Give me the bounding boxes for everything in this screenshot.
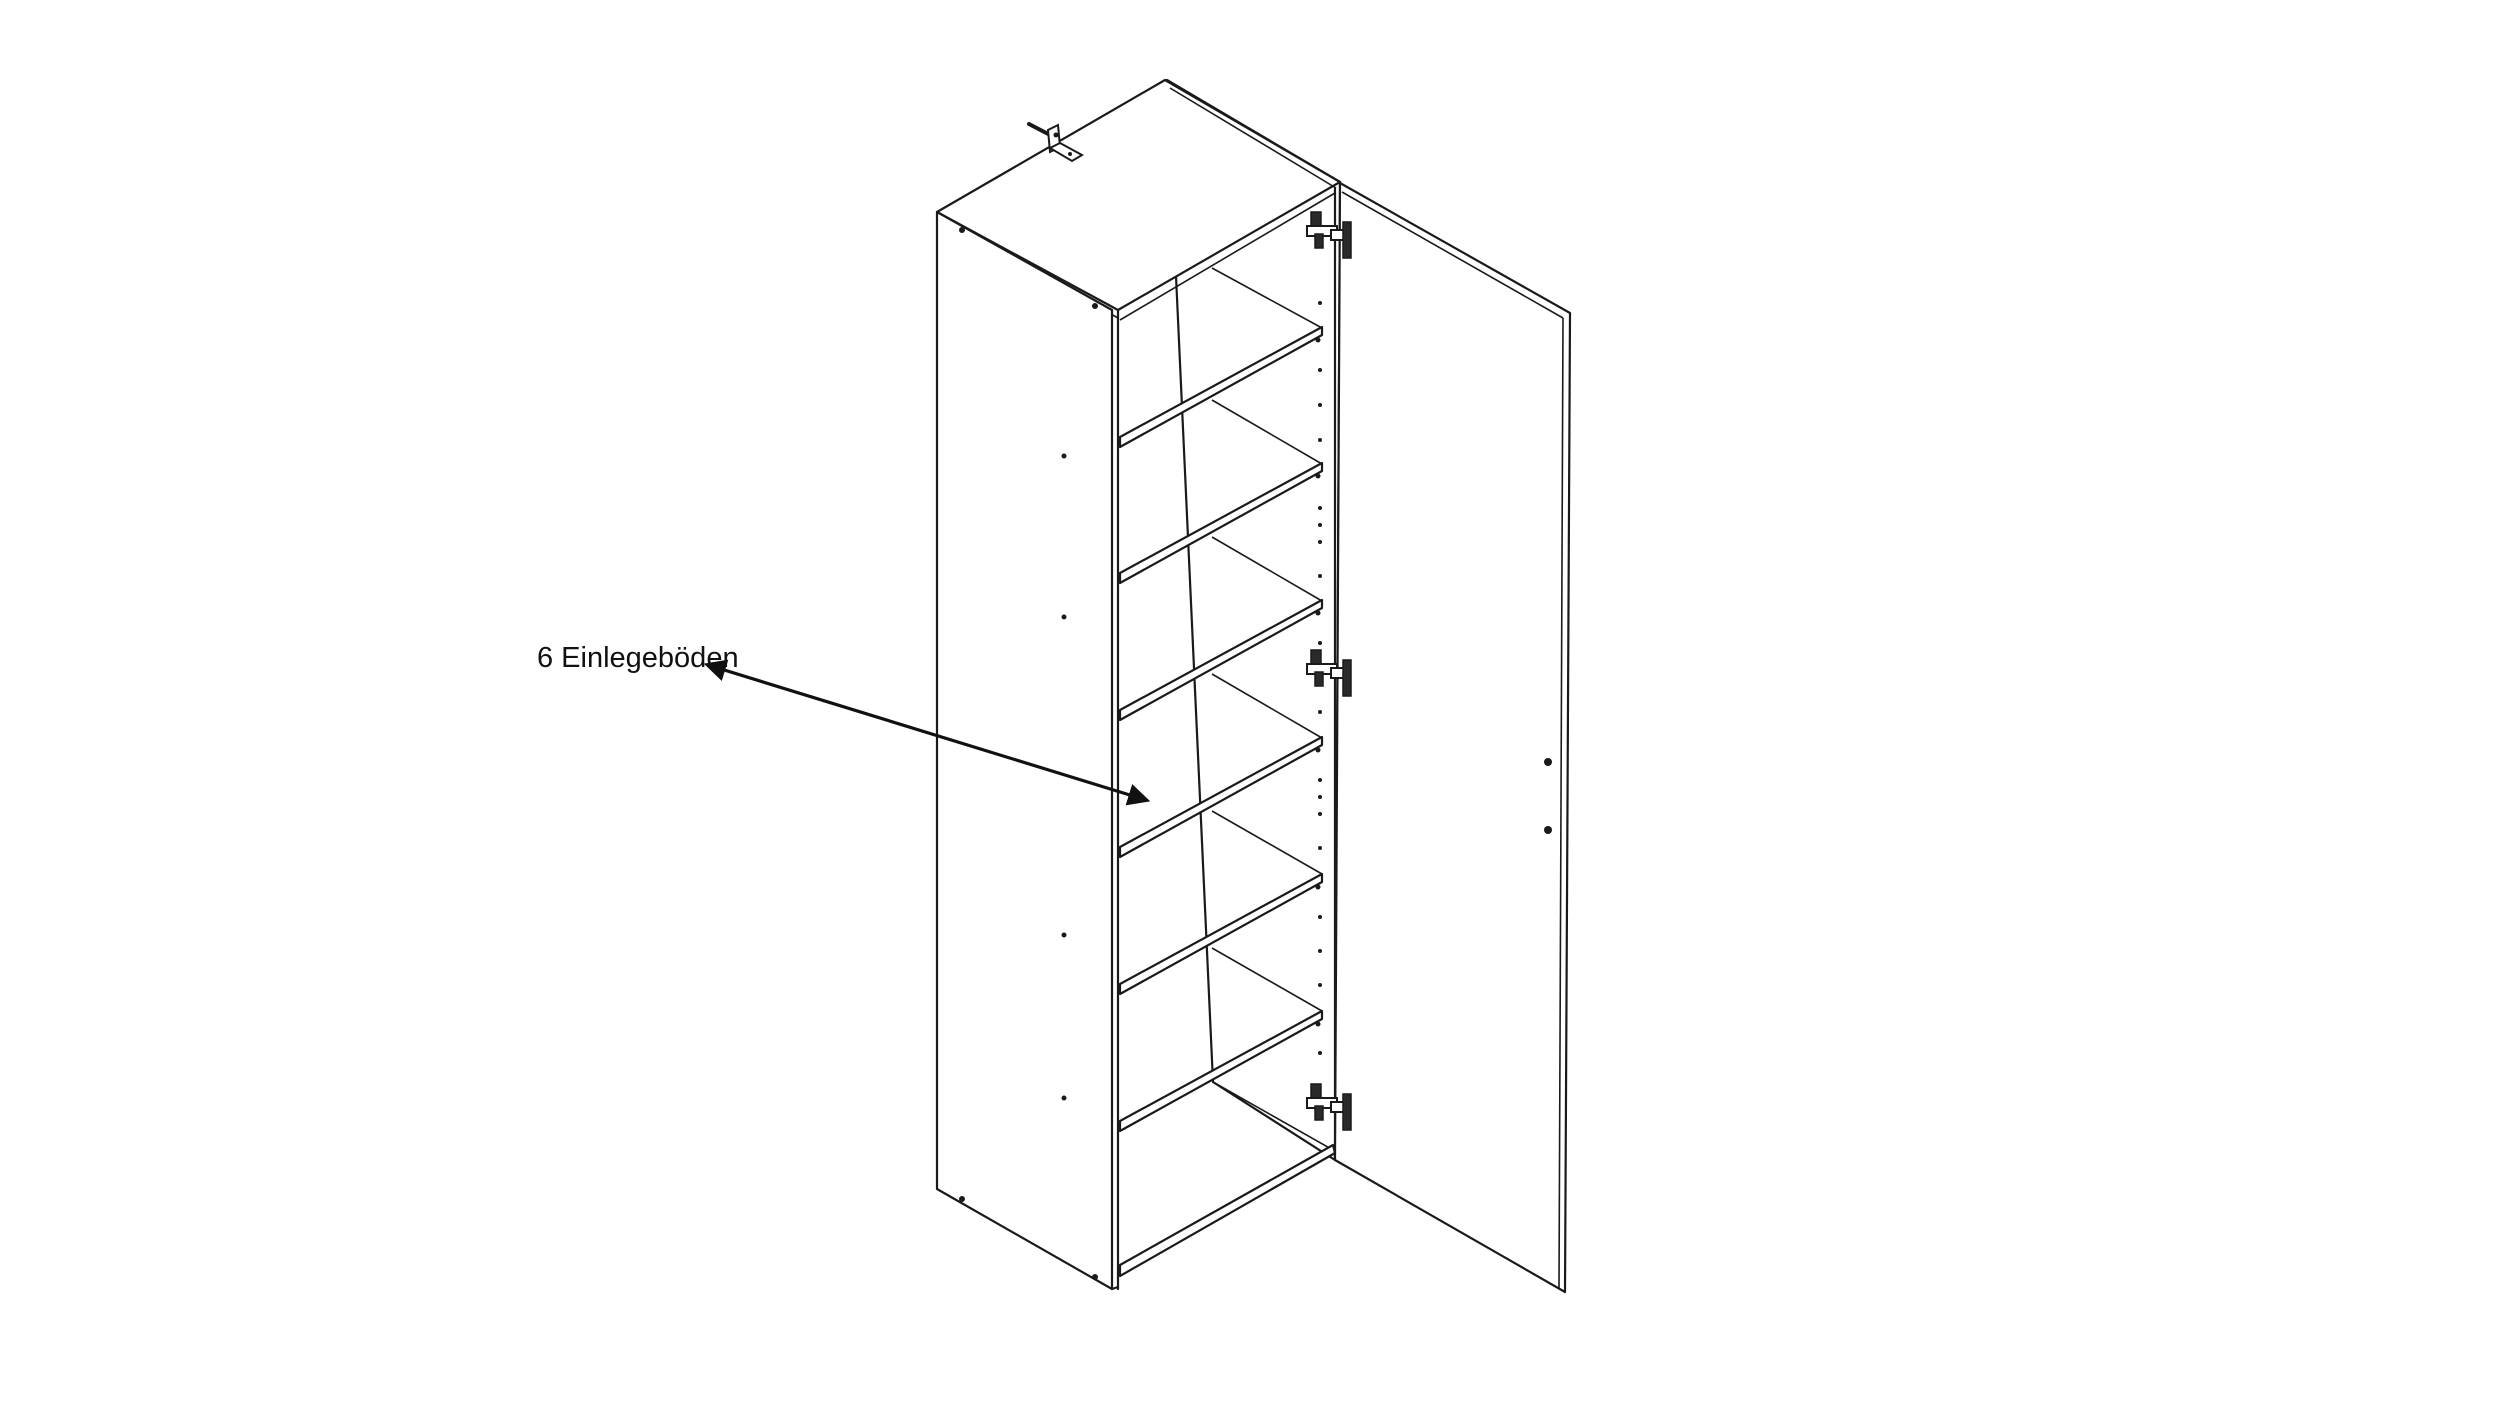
shelf-4	[1118, 673, 1324, 859]
shelf-1	[1118, 267, 1324, 449]
shelf-6	[1118, 947, 1324, 1133]
hinge-middle	[1306, 649, 1352, 697]
wall-mount-bracket	[1027, 122, 1085, 163]
shelf-2	[1118, 399, 1324, 585]
hinge-bottom	[1306, 1083, 1352, 1131]
door-handle-hole-upper	[1544, 758, 1552, 766]
door-panel	[1333, 181, 1572, 1294]
door-handle-hole-lower	[1544, 826, 1552, 834]
annotation-arrow	[703, 659, 1151, 806]
hinge-top	[1306, 211, 1352, 259]
shelf-peg-holes	[1318, 301, 1322, 1055]
shelves	[1118, 267, 1324, 1133]
left-side-panel	[935, 210, 1120, 1291]
annotation-label: 6 Einlegeböden	[537, 642, 739, 674]
shelf-5	[1118, 810, 1324, 996]
